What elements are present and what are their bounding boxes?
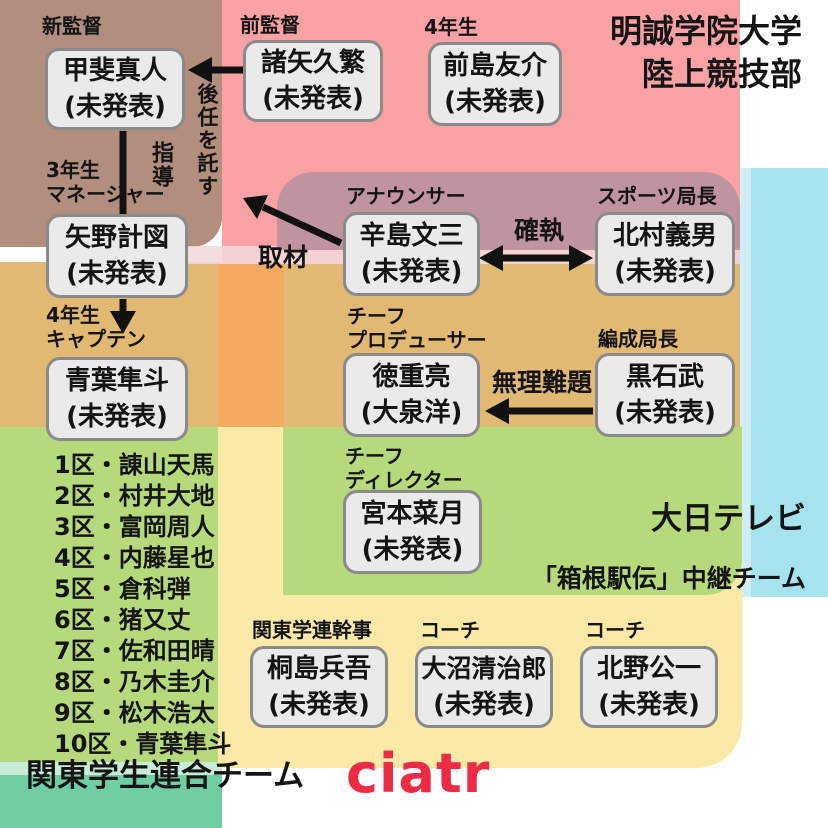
relation-label-guidance: 指導	[148, 141, 173, 189]
person-card-tokushige-ryo: 徳重亮 (大泉洋)	[343, 353, 480, 437]
relation-label-unreasonable: 無理難題	[492, 368, 593, 397]
role-former-coach: 前監督	[240, 13, 300, 37]
university-title: 明誠学院大学 陸上競技部	[609, 12, 802, 93]
tv-title-block: 大日テレビ 「箱根駅伝」中継チーム	[532, 482, 806, 615]
region-teal-bottom-band	[0, 775, 222, 828]
role-chief-producer: チーフ プロデューサー	[347, 304, 487, 352]
runner-item: 1区・諌山天馬	[54, 451, 215, 479]
runner-item: 10区・青葉隼斗	[54, 730, 232, 758]
role-programming-director: 編成局長	[598, 327, 678, 351]
region-teal-light-edge	[0, 762, 222, 775]
person-card-kuroishi-takeshi: 黒石武 (未発表)	[595, 353, 735, 437]
region-green-runner-list	[0, 427, 218, 762]
tv-team-subtitle: 「箱根駅伝」中継チーム	[531, 564, 806, 593]
runner-item: 7区・佐和田晴	[54, 637, 215, 665]
role-coach-2: コーチ	[585, 618, 645, 642]
relation-label-succession: 後任を託す	[195, 83, 219, 198]
runner-item: 2区・村井大地	[54, 482, 215, 510]
union-team-title: 関東学生連合チーム	[26, 758, 305, 794]
person-card-moroya-hisashige: 諸矢久繁 (未発表)	[243, 40, 383, 122]
runner-item: 9区・松木浩太	[54, 699, 215, 727]
person-card-karashima-bunzo: 辛島文三 (未発表)	[343, 212, 480, 296]
runner-item: 5区・倉科弾	[54, 575, 191, 603]
person-card-kitano-koichi: 北野公一 (未発表)	[580, 646, 718, 728]
runner-item: 3区・富岡周人	[54, 513, 215, 541]
role-announcer: アナウンサー	[346, 184, 466, 208]
ciatr-logo: ciatr	[346, 742, 491, 805]
role-chief-director: チーフ ディレクター	[345, 444, 463, 492]
person-card-yano-keizu: 矢野計図 (未発表)	[46, 214, 188, 298]
region-orange-overlap-strip	[218, 262, 284, 428]
region-cyan-right-band	[738, 168, 828, 597]
person-card-maejima-yusuke: 前島友介 (未発表)	[428, 42, 562, 126]
person-card-aoba-hayato: 青葉隼斗 (未発表)	[46, 357, 188, 441]
role-manager: 3年生 マネージャー	[46, 158, 165, 206]
runner-item: 8区・乃木圭介	[54, 668, 215, 696]
role-kanto-secretary: 関東学連幹事	[252, 618, 372, 642]
person-card-kitamura-yoshio: 北村義男 (未発表)	[595, 212, 735, 296]
role-captain: 4年生 キャプテン	[46, 303, 146, 351]
role-senior: 4年生	[424, 15, 478, 39]
role-new-coach: 新監督	[42, 14, 102, 38]
person-card-miyamoto-natsuki: 宮本菜月 (未発表)	[343, 490, 482, 574]
person-card-kai-masato: 甲斐真人 (未発表)	[45, 48, 185, 130]
person-card-kirishima-hyogo: 桐島兵吾 (未発表)	[250, 646, 388, 728]
relation-label-feud: 確執	[514, 216, 565, 245]
person-card-onuma-seijiro: 大沼清治郎 (未発表)	[415, 646, 553, 728]
runner-item: 4区・内藤星也	[54, 544, 215, 572]
relation-label-coverage: 取材	[258, 243, 309, 272]
role-coach-1: コーチ	[420, 618, 480, 642]
runner-item: 6区・猪又丈	[54, 606, 191, 634]
union-runner-list: 1区・諌山天馬 2区・村井大地 3区・富岡周人 4区・内藤星也 5区・倉科弾 6…	[54, 450, 231, 760]
role-sports-director: スポーツ局長	[597, 184, 717, 208]
tv-station-title: 大日テレビ	[651, 501, 806, 537]
